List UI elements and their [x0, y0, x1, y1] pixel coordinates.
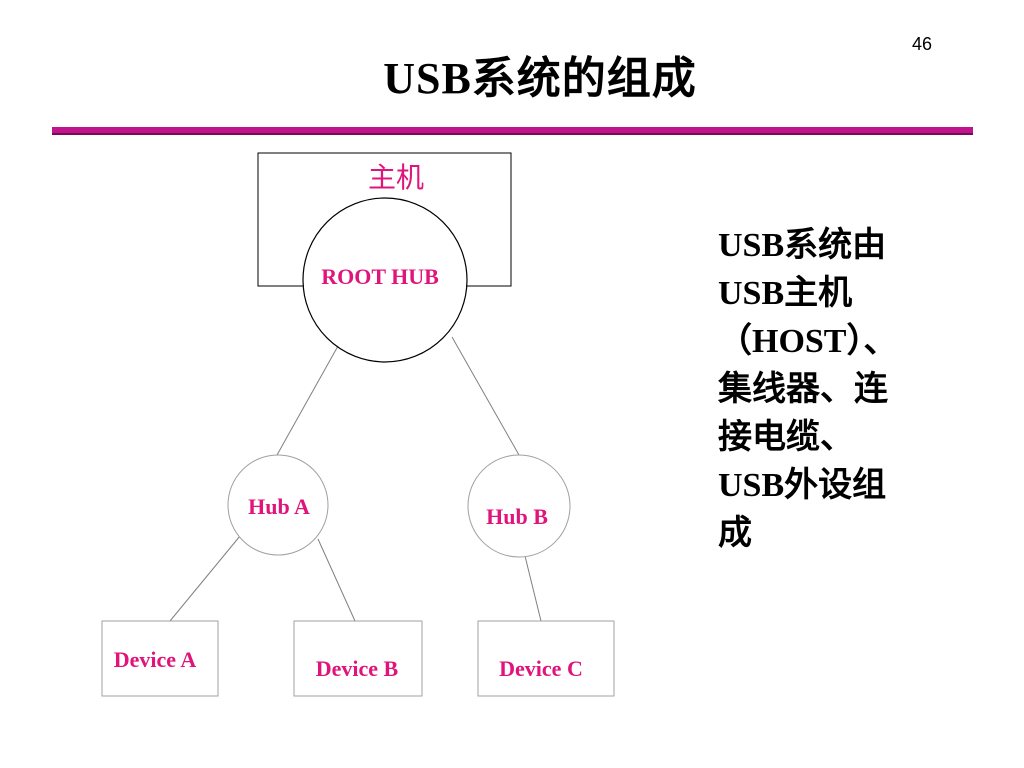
slide-title: USB系统的组成 — [383, 54, 697, 103]
hub-b-label: Hub B — [486, 504, 548, 529]
hub-b-node — [467, 454, 571, 558]
device-a-label: Device A — [114, 647, 197, 672]
description-line: USB外设组 — [718, 467, 887, 504]
host-label: 主机 — [368, 162, 424, 194]
title-divider — [52, 127, 973, 133]
device-a-node — [101, 620, 219, 697]
host-box — [257, 152, 512, 287]
page-number: 46 — [912, 34, 933, 54]
connector-hub-b-to-device-c — [524, 555, 542, 622]
root-hub-node — [302, 197, 468, 363]
connector-hub-a-to-device-b — [317, 538, 356, 622]
device-b-label: Device B — [316, 656, 399, 681]
description-line: 集线器、连 — [718, 371, 888, 408]
description-line: USB主机 — [718, 275, 853, 312]
hub-a-node — [227, 454, 329, 556]
description-line: （HOST）、 — [718, 323, 898, 360]
connector-root-to-hub-a — [276, 345, 339, 456]
connector-root-to-hub-b — [451, 336, 520, 456]
root-hub-label: ROOT HUB — [321, 264, 439, 289]
hub-a-label: Hub A — [248, 494, 310, 519]
description-line: 接电缆、 — [718, 419, 854, 456]
device-b-node — [293, 620, 423, 697]
description-line: USB系统由 — [718, 227, 887, 264]
description-text: USB系统由 USB主机 （HOST）、 集线器、连 接电缆、 USB外设组 成 — [718, 222, 968, 558]
description-line: 成 — [718, 515, 752, 552]
device-c-node — [477, 620, 615, 697]
device-c-label: Device C — [499, 656, 583, 681]
connector-hub-a-to-device-a — [169, 535, 241, 622]
